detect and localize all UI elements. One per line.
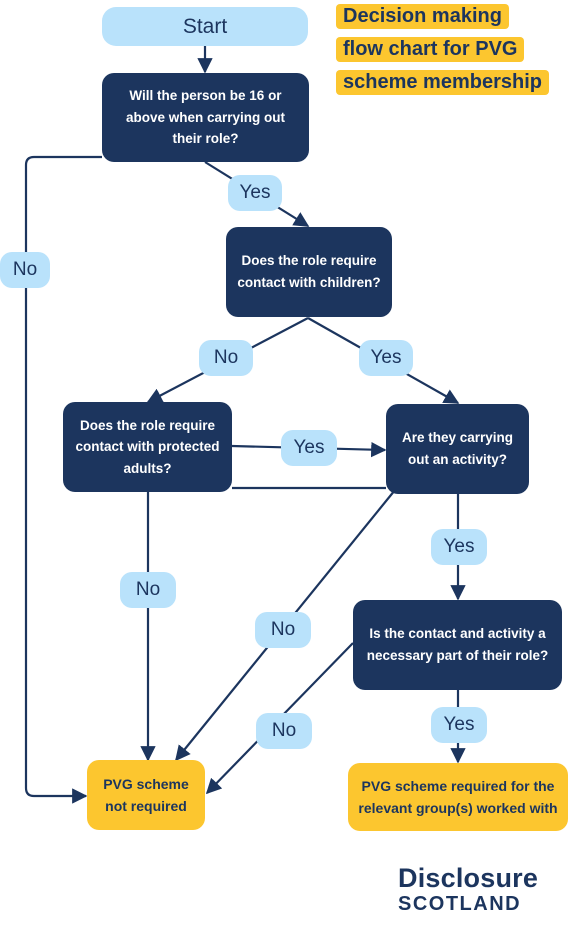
chart-title: Decision making flow chart for PVG schem…: [336, 4, 574, 104]
outcome-not-required: PVG scheme not required: [87, 760, 205, 830]
logo-line-2: SCOTLAND: [398, 893, 522, 915]
question-age: Will the person be 16 or above when carr…: [102, 73, 309, 162]
question-necessary: Is the contact and activity a necessary …: [353, 600, 562, 690]
disclosure-scotland-logo: Disclosure SCOTLAND: [398, 864, 548, 916]
edge-label-yes: Yes: [431, 707, 487, 743]
title-line-2: flow chart for PVG: [336, 37, 525, 62]
edge-label-yes: Yes: [431, 529, 487, 565]
edge-label-no: No: [256, 713, 312, 749]
outcome-required: PVG scheme required for the relevant gro…: [348, 763, 568, 831]
edge-label-yes: Yes: [359, 340, 413, 376]
question-children: Does the role require contact with child…: [226, 227, 392, 317]
edge-label-no: No: [0, 252, 50, 288]
arrow-age-no: [24, 155, 102, 804]
logo-line-1: Disclosure: [398, 863, 539, 893]
edge-label-yes: Yes: [281, 430, 337, 466]
question-activity: Are they carrying out an activity?: [386, 404, 529, 494]
title-line-1: Decision making: [336, 4, 509, 29]
start-node: Start: [102, 7, 308, 46]
edge-label-yes: Yes: [228, 175, 282, 211]
edge-label-no: No: [120, 572, 176, 608]
edge-label-no: No: [255, 612, 311, 648]
edge-label-no: No: [199, 340, 253, 376]
question-protected-adults: Does the role require contact with prote…: [63, 402, 232, 492]
title-line-3: scheme membership: [336, 70, 549, 95]
